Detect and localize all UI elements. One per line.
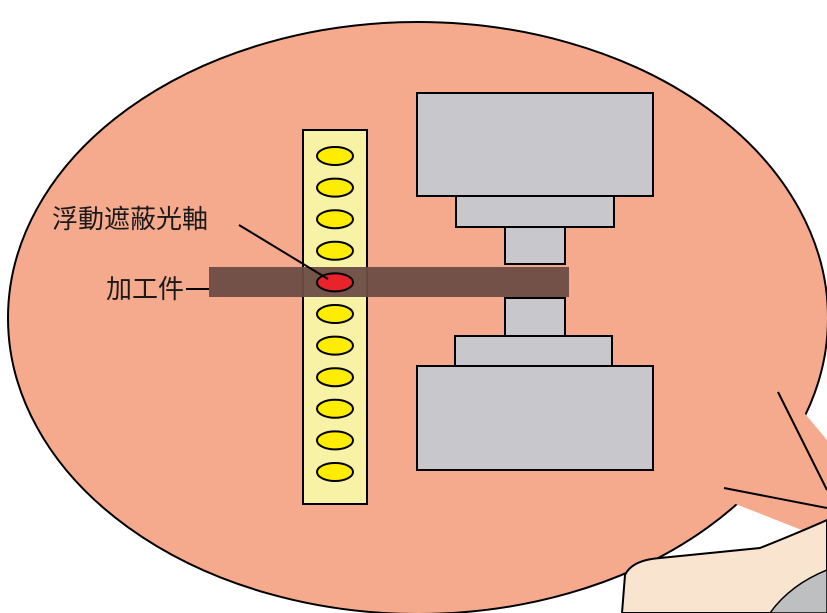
light-curtain-beam xyxy=(316,209,354,230)
floating-blanking-beam-label: 浮動遮蔽光軸 xyxy=(52,205,208,235)
workpiece-label: 加工件 xyxy=(106,275,184,305)
press-lower-block xyxy=(416,365,654,471)
light-curtain-beam xyxy=(316,240,354,261)
press-machine xyxy=(416,92,654,471)
callout-bubble-tail-outline xyxy=(723,391,827,509)
press-upper-punch xyxy=(504,226,566,265)
light-curtain-beam xyxy=(316,462,354,482)
press-lower-plate xyxy=(454,335,613,367)
workpiece-bar xyxy=(209,267,569,297)
light-curtain xyxy=(302,129,368,505)
blanking-beam-leader-line xyxy=(238,224,329,280)
callout-bubble-tail xyxy=(700,360,827,540)
light-curtain-beam xyxy=(316,398,354,419)
light-curtain-beam xyxy=(316,146,354,166)
light-curtain-beam xyxy=(316,304,354,324)
light-curtain-beam xyxy=(316,430,354,451)
light-curtain-beams xyxy=(316,146,354,482)
press-upper-block xyxy=(416,92,654,197)
press-upper-plate xyxy=(455,195,615,228)
press-lower-die xyxy=(504,297,566,337)
hand-skin xyxy=(620,518,827,613)
light-curtain-beam xyxy=(316,367,354,388)
light-curtain-beam xyxy=(316,335,354,356)
light-curtain-beam xyxy=(316,177,354,198)
